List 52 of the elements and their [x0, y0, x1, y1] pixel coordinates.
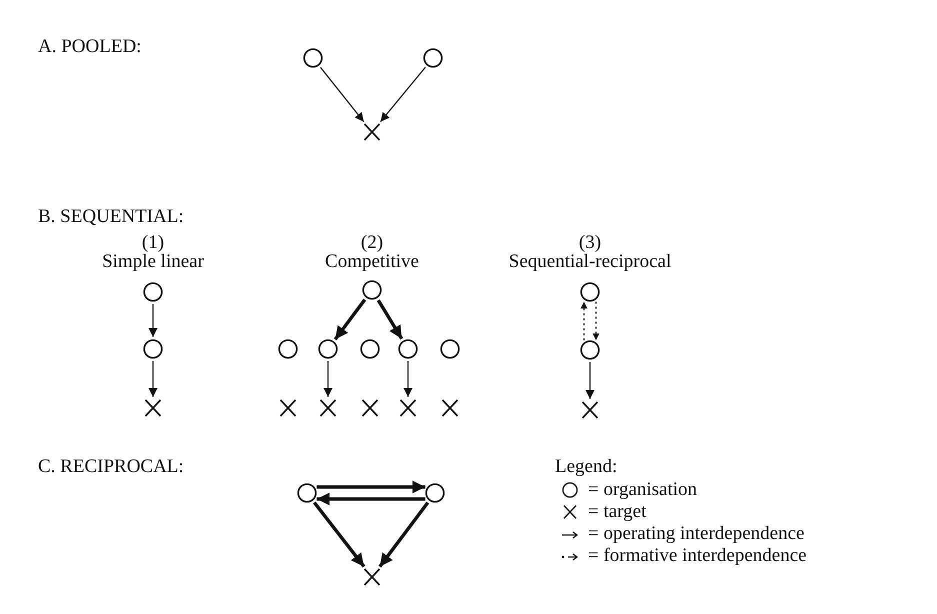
section-heading: B. SEQUENTIAL:: [38, 206, 184, 228]
legend-text: = operating interdependence: [588, 524, 804, 544]
subheading: Simple linear: [102, 251, 204, 273]
organisation-circle: [423, 48, 443, 68]
target-cross: [318, 398, 338, 418]
arrow: [148, 361, 158, 397]
legend-text: = target: [588, 502, 646, 522]
section-heading: A. POOLED:: [38, 36, 142, 58]
target-cross: [580, 400, 600, 420]
organisation-circle: [278, 339, 298, 359]
dashed-arrow: [580, 302, 588, 340]
arrow: [586, 362, 594, 399]
arrow: [334, 298, 366, 340]
arrow: [312, 501, 366, 568]
arrow: [320, 67, 364, 122]
dashed-arrow: [592, 302, 600, 340]
arrow: [380, 66, 426, 122]
arrow: [316, 480, 426, 494]
organisation-circle: [143, 339, 163, 359]
organisation-circle: [297, 483, 317, 503]
subheading: (1): [142, 232, 164, 254]
subheading: (3): [578, 232, 602, 254]
section-heading: C. RECIPROCAL:: [38, 456, 184, 478]
arrow: [404, 361, 412, 397]
organisation-circle: [580, 282, 600, 302]
subheading: Competitive: [325, 251, 419, 273]
organisation-circle: [360, 339, 380, 359]
target-cross: [398, 398, 418, 418]
subheading: Sequential-reciprocal: [508, 251, 672, 273]
target-cross: [278, 398, 298, 418]
organisation-circle: [580, 340, 600, 360]
legend-text: = organisation: [588, 480, 698, 500]
target-cross: [360, 398, 380, 418]
organisation-circle: [143, 282, 163, 302]
arrow: [376, 299, 404, 340]
subheading: (2): [360, 232, 384, 254]
organisation-circle: [440, 339, 460, 359]
organisation-circle: [398, 339, 418, 359]
organisation-circle: [362, 280, 382, 300]
arrow: [378, 502, 430, 568]
organisation-circle: [425, 483, 445, 503]
arrow: [316, 492, 426, 506]
organisation-circle: [318, 339, 338, 359]
target-cross: [362, 122, 382, 142]
legend-text: = formative interdependence: [588, 546, 807, 566]
arrow: [148, 304, 158, 337]
target-cross: [362, 567, 382, 587]
target-cross: [143, 398, 163, 418]
arrow: [324, 361, 332, 397]
target-cross: [440, 398, 460, 418]
legend-title: Legend:: [555, 456, 618, 478]
organisation-circle: [303, 48, 323, 68]
